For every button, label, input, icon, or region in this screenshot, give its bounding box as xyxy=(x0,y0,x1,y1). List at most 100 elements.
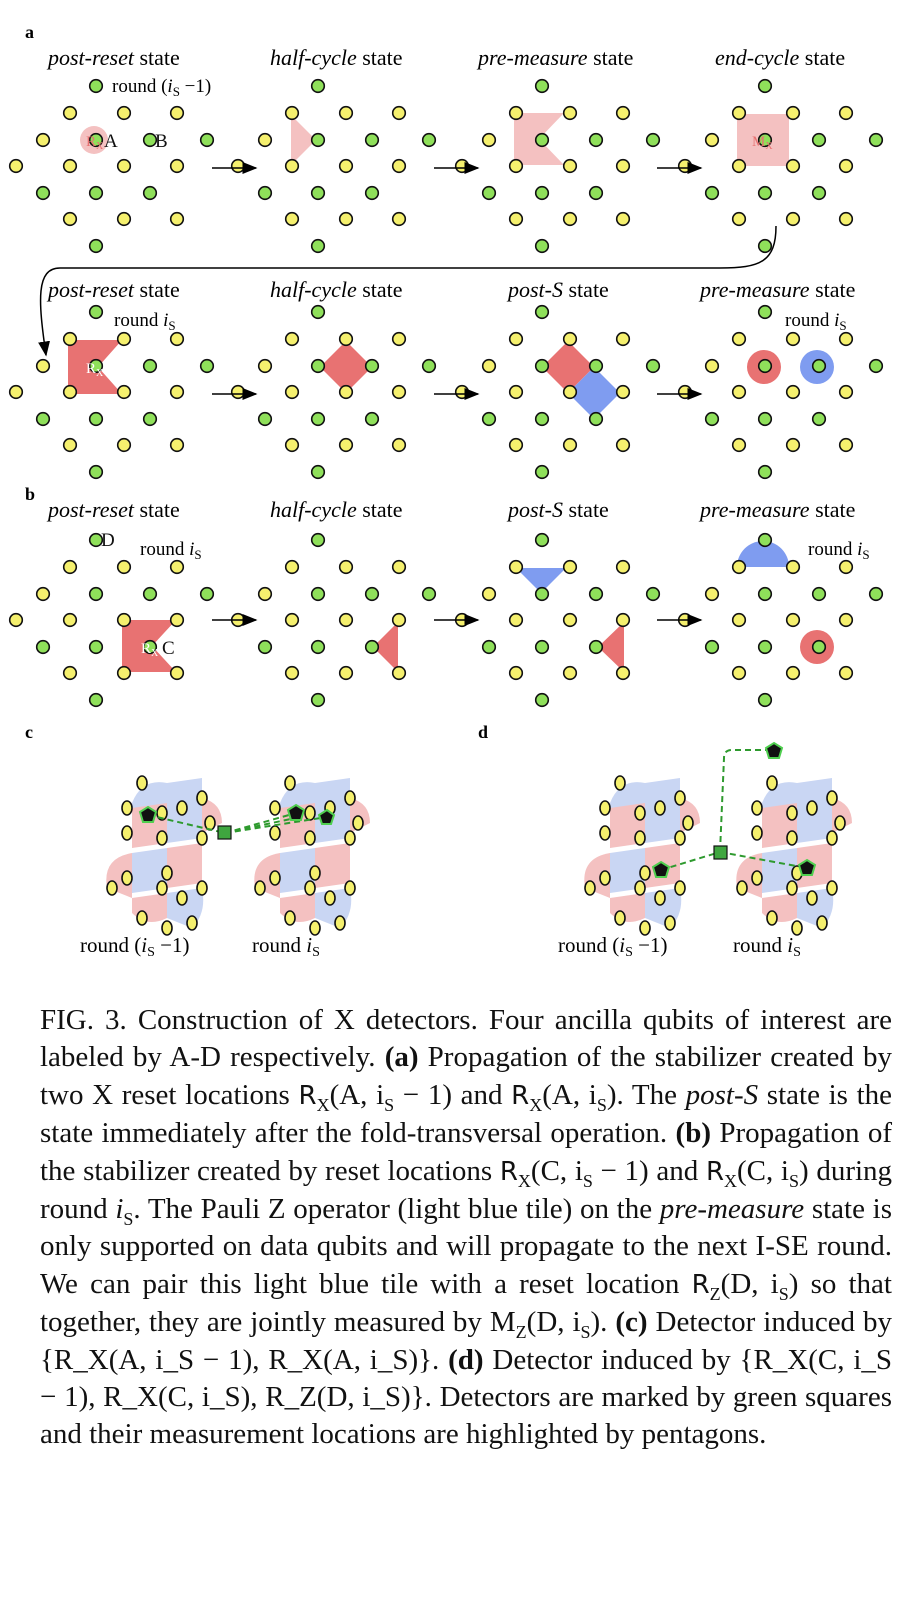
ancilla-qubit xyxy=(757,304,773,320)
data-qubit xyxy=(169,437,185,453)
data-qubit xyxy=(838,211,854,227)
data-qubit xyxy=(785,331,801,347)
data-qubit xyxy=(562,437,578,453)
measurement-pentagon xyxy=(138,805,158,823)
ancilla-qubit xyxy=(757,358,773,374)
data-qubit xyxy=(785,665,801,681)
data-qubit xyxy=(204,815,216,831)
data-qubit xyxy=(838,665,854,681)
data-qubit xyxy=(454,384,470,400)
z-tile-dark xyxy=(737,541,789,567)
ancilla-qubit xyxy=(35,639,51,655)
z-tile xyxy=(280,848,315,893)
data-qubit xyxy=(838,158,854,174)
ancilla-qubit xyxy=(534,692,550,708)
ancilla-qubit xyxy=(310,411,326,427)
data-qubit xyxy=(785,612,801,628)
svg-text:pre-measure state: pre-measure state xyxy=(698,277,855,302)
ancilla-qubit xyxy=(257,411,273,427)
data-qubit xyxy=(304,880,316,896)
data-qubit xyxy=(677,384,693,400)
ancilla-qubit xyxy=(364,132,380,148)
x-tile-dark xyxy=(598,622,624,672)
ancilla-qubit xyxy=(364,185,380,201)
ancilla-qubit xyxy=(757,238,773,254)
round-label: round (iS −1) round iS round iS round iS… xyxy=(112,76,870,562)
ancilla-qubit xyxy=(142,358,158,374)
data-qubit xyxy=(284,665,300,681)
ancilla-qubit xyxy=(310,304,326,320)
data-qubit xyxy=(284,331,300,347)
z-tile-dark xyxy=(516,568,566,593)
svg-text:half-cycle state: half-cycle state xyxy=(270,45,403,70)
ancilla-qubit xyxy=(645,132,661,148)
data-qubit xyxy=(731,331,747,347)
data-qubit xyxy=(169,612,185,628)
data-qubit xyxy=(654,890,666,906)
data-qubit xyxy=(599,870,611,886)
x-tile xyxy=(167,843,202,888)
data-qubit xyxy=(257,586,273,602)
data-qubit xyxy=(156,830,168,846)
data-qubit xyxy=(324,890,336,906)
svg-text:round iS: round iS xyxy=(733,933,801,960)
svg-text:round (iS −1): round (iS −1) xyxy=(112,76,211,99)
data-qubit xyxy=(599,800,611,816)
ancilla-qubit xyxy=(811,586,827,602)
data-qubit xyxy=(704,586,720,602)
data-qubit xyxy=(62,384,78,400)
z-tile xyxy=(645,798,680,843)
data-qubit xyxy=(634,805,646,821)
data-qubit xyxy=(731,437,747,453)
ancilla-qubit xyxy=(481,185,497,201)
data-qubit xyxy=(826,880,838,896)
ancilla-qubit xyxy=(88,586,104,602)
ancilla-qubit xyxy=(757,78,773,94)
data-qubit xyxy=(62,105,78,121)
ancilla-qubit xyxy=(868,132,884,148)
data-qubit xyxy=(169,665,185,681)
panel-label-a: a xyxy=(25,22,34,42)
data-qubit xyxy=(786,805,798,821)
data-qubit xyxy=(562,211,578,227)
data-qubit xyxy=(352,815,364,831)
data-qubit xyxy=(8,158,24,174)
data-qubit xyxy=(338,612,354,628)
ancilla-qubit xyxy=(704,411,720,427)
data-qubit xyxy=(269,800,281,816)
data-qubit xyxy=(562,559,578,575)
ancilla-qubit xyxy=(534,639,550,655)
data-qubit xyxy=(704,132,720,148)
svg-text:post-S state: post-S state xyxy=(506,277,609,302)
x-tile-dark xyxy=(320,341,372,393)
data-qubit xyxy=(338,158,354,174)
data-qubit xyxy=(785,559,801,575)
data-qubit xyxy=(161,865,173,881)
ancilla-qubit xyxy=(88,532,104,548)
data-qubit xyxy=(169,331,185,347)
ancilla-qubit xyxy=(757,692,773,708)
operator-labels: RX MX RX RX xyxy=(86,134,773,659)
qubit-lattices xyxy=(8,78,884,708)
figure-caption: FIG. 3. Construction of X detectors. Fou… xyxy=(40,1004,893,1451)
ancilla-qubit xyxy=(757,132,773,148)
data-qubit xyxy=(562,384,578,400)
data-qubit xyxy=(682,815,694,831)
data-qubit xyxy=(674,790,686,806)
ancilla-qubit xyxy=(534,238,550,254)
ancilla-qubit xyxy=(534,358,550,374)
measurement-pentagon xyxy=(797,858,817,876)
ancilla-qubit xyxy=(199,358,215,374)
ancilla-qubit xyxy=(310,532,326,548)
data-qubit xyxy=(615,612,631,628)
ancilla-qubit xyxy=(310,586,326,602)
data-qubit xyxy=(614,775,626,791)
ancilla-qubit xyxy=(645,586,661,602)
data-qubit xyxy=(35,586,51,602)
data-qubit xyxy=(338,105,354,121)
data-qubit xyxy=(391,559,407,575)
x-tile-dark xyxy=(373,622,398,672)
ancilla-qubit xyxy=(364,639,380,655)
data-qubit xyxy=(766,775,778,791)
ancilla-qubit xyxy=(199,132,215,148)
